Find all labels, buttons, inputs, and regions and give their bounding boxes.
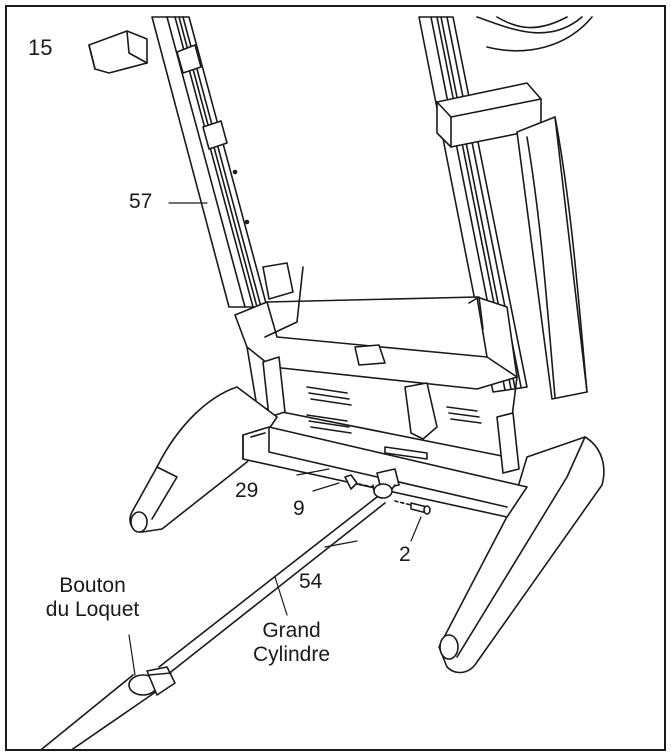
callout-57: 57 <box>129 190 153 213</box>
latch-button-line2: du Loquet <box>45 598 140 621</box>
hardware <box>344 468 431 515</box>
left-foot <box>129 386 278 533</box>
cylinder-rod <box>158 496 386 676</box>
callout-2: 2 <box>399 543 411 566</box>
step-number: 15 <box>28 35 53 60</box>
left-upright-cap <box>88 30 148 74</box>
assembly-diagram: 15 57 29 9 2 54 Bouton du Loquet Grand C… <box>5 5 666 751</box>
large-cylinder-line1: Grand <box>262 619 321 642</box>
leader-lines <box>128 202 422 676</box>
large-cylinder-label: Grand Cylindre <box>239 619 344 667</box>
callout-9: 9 <box>293 497 305 520</box>
large-cylinder <box>40 666 176 749</box>
latch-button-line1: Bouton <box>59 574 126 597</box>
callout-29: 29 <box>235 479 259 502</box>
large-cylinder-line2: Cylindre <box>252 643 331 666</box>
motor-hood <box>234 266 520 474</box>
right-foot <box>438 436 605 674</box>
callout-54: 54 <box>299 570 323 593</box>
left-upright <box>151 16 294 308</box>
treadmill-drawing <box>40 16 605 749</box>
latch-button-label: Bouton du Loquet <box>25 574 160 622</box>
